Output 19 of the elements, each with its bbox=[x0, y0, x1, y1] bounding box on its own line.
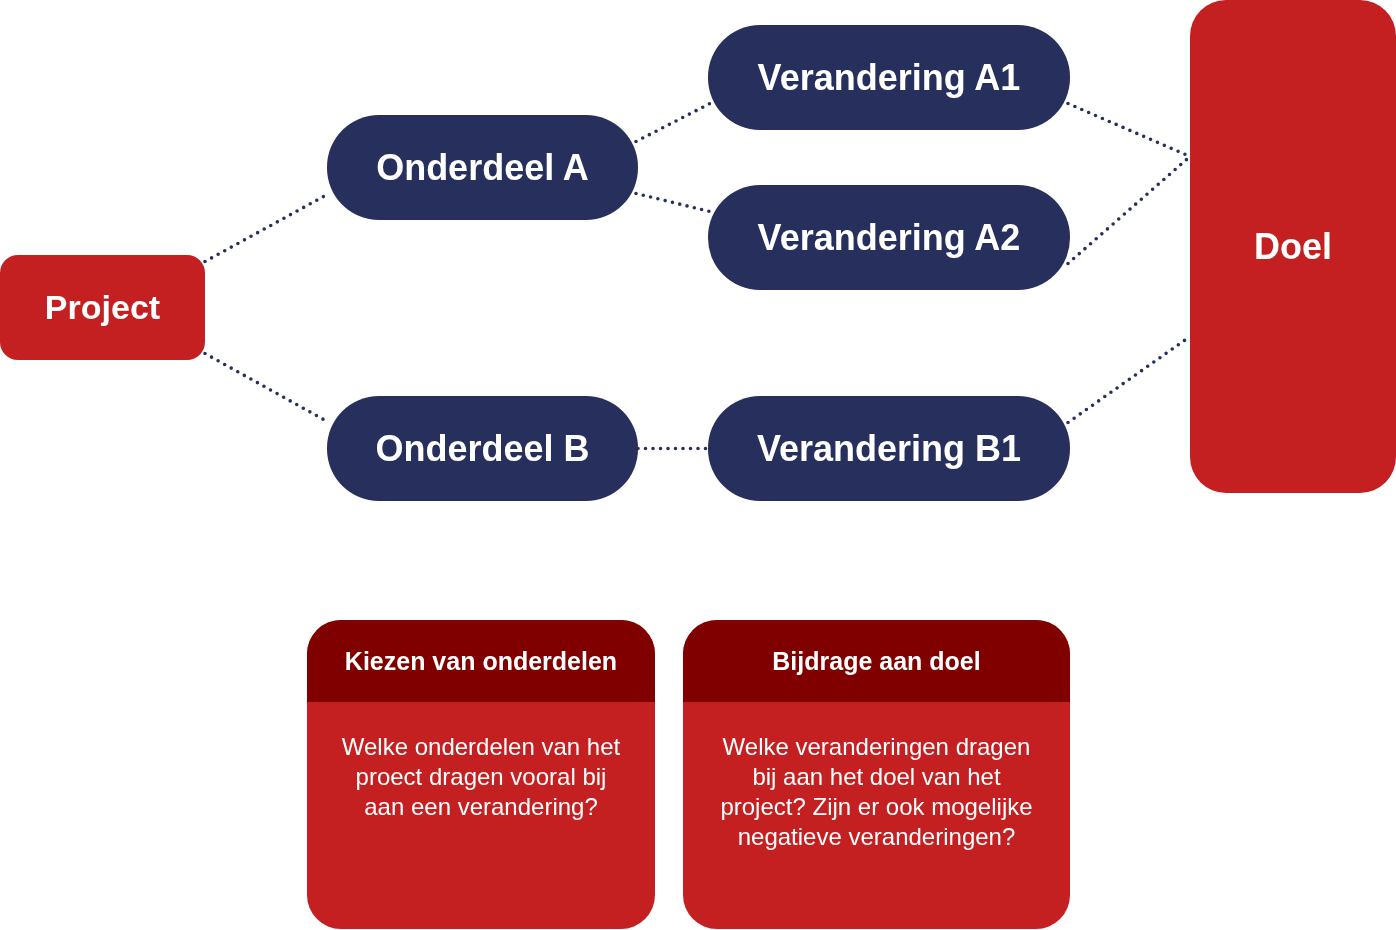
dotted-connector bbox=[634, 191, 712, 214]
node-label: Verandering A1 bbox=[757, 56, 1021, 99]
dotted-connector bbox=[636, 446, 710, 451]
node-label: Verandering A2 bbox=[757, 216, 1021, 259]
card-header: Kiezen van onderdelen bbox=[307, 620, 655, 702]
card-body-text: Welke veranderingen dragen bij aan het doel van het project? Zijn er ook mogelijke negatieve veranderingen? bbox=[719, 732, 1034, 852]
info-card bbox=[683, 620, 1070, 929]
goal-box bbox=[1190, 0, 1396, 493]
node-label: Project bbox=[44, 288, 161, 327]
card-header: Bijdrage aan doel bbox=[683, 620, 1070, 702]
node-label: Onderdeel B bbox=[375, 427, 590, 470]
dotted-connector bbox=[634, 101, 712, 144]
project-box bbox=[0, 255, 205, 360]
node-label: Doel bbox=[1254, 225, 1332, 268]
node-label: Onderdeel A bbox=[376, 146, 589, 189]
node-label: Verandering B1 bbox=[756, 427, 1022, 470]
pill-node bbox=[327, 115, 638, 220]
card-body-text: Welke onderdelen van het proect dragen vooral bij aan een verandering? bbox=[340, 732, 622, 822]
info-card bbox=[307, 620, 655, 929]
